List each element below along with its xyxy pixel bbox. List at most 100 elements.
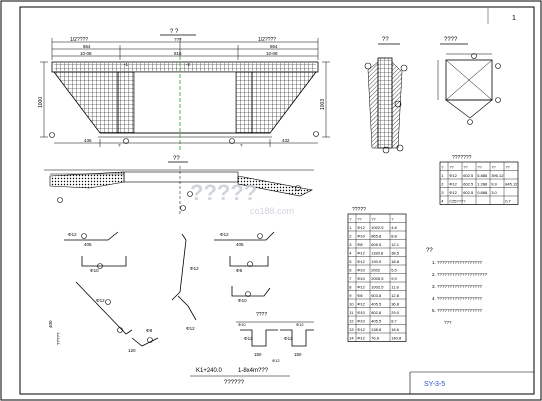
dim-bottom-right: 432 [282, 138, 290, 143]
big_table-cell: Φ10 [357, 234, 365, 239]
small_table-cell: 1 [441, 173, 444, 178]
small-table-title: ??????? [452, 155, 472, 161]
dim-seg-mid: 816 [174, 51, 182, 56]
note-3: 3. ?????????????????? [432, 284, 483, 289]
big_table-cell: 8.7 [391, 319, 397, 324]
main-view-label: ? ? [170, 29, 179, 35]
big_table-cell: 6 [349, 268, 352, 273]
big_table-cell: 2 [349, 234, 352, 239]
big_table-cell: 10 [349, 302, 354, 307]
stirrup-detail: ???? Φ12 Φ12 150 150 Φ10 Φ12 Φ12 [236, 312, 314, 363]
stirrup-bar-1: Φ12 [244, 336, 253, 341]
small_table-cell: 0.888 [477, 190, 488, 195]
small_table-cell: 5.888 [477, 173, 488, 178]
watermark-sub: co188.com [250, 206, 294, 216]
big_table-cell: Φ12 [357, 259, 365, 264]
big_table-cell: Φ8 [357, 242, 363, 247]
big_table-cell: 1002.5 [371, 285, 384, 290]
section-b-view: ???? [437, 37, 501, 125]
big_table-cell: Φ12 [357, 336, 365, 341]
big_table-cell: 3 [349, 242, 352, 247]
main-elevation-view: ? ? 1/2???? 1/2???? ??? 864 10-08 816 86… [38, 29, 330, 150]
big_table-cell: 2002 [371, 268, 381, 273]
big_table-cell: 36.8 [391, 302, 400, 307]
big_table-cell: 140.8 [391, 336, 402, 341]
big_table-cell: 12.1 [391, 242, 400, 247]
big_table-cell: 9.9 [391, 276, 397, 281]
rebar-label-g: Φ12 [96, 298, 105, 303]
big_table-cell: 4 [349, 251, 352, 256]
small_table-header-cell: ?? [449, 165, 454, 170]
small_table-cell: Φ12 [449, 182, 457, 187]
title-block: K1+240.0 1-8x4m??? ?????? SY-3-5 [190, 368, 445, 388]
profile-view: ?? [44, 156, 314, 214]
profile-label: ?? [173, 156, 180, 162]
drawing-name: ?????? [224, 380, 245, 386]
big_table-cell: Φ10 [357, 268, 365, 273]
rebar-label-k: Φ12 [296, 322, 304, 327]
big_table-cell: 503.8 [371, 293, 382, 298]
small_table-cell: 3 [441, 190, 444, 195]
callout-circle [49, 132, 55, 138]
section-a-view: ?? [364, 37, 408, 154]
note-2: 2. ???????????????????? [432, 272, 488, 277]
small_table-cell: Φ12 [449, 190, 457, 195]
big_table-cell: 11.8 [391, 285, 399, 290]
big_table-cell: 1180.8 [371, 251, 384, 256]
small_table-header-cell: ?? [505, 165, 510, 170]
big_table-cell: 802.8 [371, 310, 382, 315]
small_table-cell: C25???? [449, 199, 466, 204]
big_table-cell: Φ10 [357, 319, 365, 324]
note-1: 1. ?????????????????? [432, 260, 483, 265]
big_table-cell: Φ10 [357, 276, 365, 281]
centerline-mark-2: -2 [186, 62, 190, 67]
big-table-title: ????? [352, 207, 366, 213]
big_table-cell: 18.8 [391, 259, 400, 264]
dim-top-right: 1/2???? [258, 37, 276, 43]
big_table-cell: Φ12 [357, 225, 365, 230]
section-a-label: ?? [382, 37, 389, 43]
small_table-header-cell: ?? [491, 165, 496, 170]
rebar-details: Φ12 405 Φ12 405 Φ10 Φ8 Φ12 Φ10 Φ12 ?????… [48, 231, 275, 353]
small_table-cell: 396.12 [491, 173, 504, 178]
small_table-header-cell: ?? [477, 165, 482, 170]
big_table-cell: 405.5 [371, 319, 382, 324]
big_table-cell: 76.6 [371, 336, 380, 341]
centerline-mark-1: -1 [124, 62, 128, 67]
big_table-cell: 1002.5 [371, 225, 384, 230]
big_table-cell: 29.0 [391, 310, 400, 315]
rebar-label-c: Φ10 [90, 268, 99, 273]
big_table-cell: 38.5 [391, 251, 400, 256]
small_table-cell: 845.12 [505, 182, 518, 187]
notes: ?? 1. ?????????????????? 2. ????????????… [426, 248, 488, 325]
inner-frame [19, 6, 535, 395]
big_table-cell: 138.8 [371, 327, 382, 332]
big_table-cell: 5 [349, 259, 352, 264]
dim-seg-right2: 10-08 [266, 51, 278, 56]
big_table-cell: 12 [349, 319, 354, 324]
small_table-header-cell: ?? [463, 165, 468, 170]
small_table-cell: 602.5 [463, 182, 474, 187]
dim-f: 150 [294, 352, 302, 357]
big_table-cell: 605.5 [371, 242, 382, 247]
dim-top-left: 1/2???? [70, 37, 88, 43]
dim-d: 120 [128, 348, 136, 353]
big_table-cell: 14 [349, 336, 354, 341]
big_table-cell: Φ10 [357, 310, 365, 315]
bridge-type-label: 1-8x4m??? [238, 368, 269, 374]
big_table-cell: 8.8 [391, 234, 397, 239]
dim-seg-left2: 10-08 [80, 51, 92, 56]
rebar-label-h: Φ8 [146, 328, 153, 333]
big_table-cell: 12.8 [391, 293, 400, 298]
big_table-cell: Φ12 [357, 285, 365, 290]
rebar-label-d: Φ8 [236, 268, 243, 273]
small_table-cell: 602.5 [463, 173, 474, 178]
big_table-header-cell: ?? [371, 217, 376, 222]
notes-heading: ?? [426, 248, 433, 254]
dim-c: 400 [48, 320, 53, 328]
small_table-cell: Φ12 [449, 173, 457, 178]
big_table-cell: 5.5 [391, 268, 397, 273]
